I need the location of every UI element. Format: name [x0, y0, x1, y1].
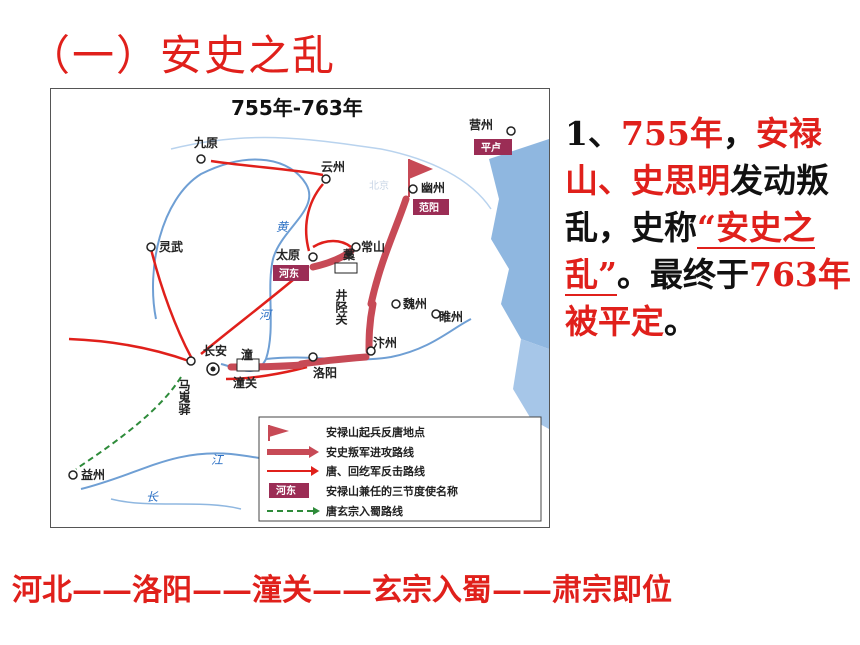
place-jiuyuan: 九原 — [193, 135, 218, 150]
desc-people: 安禄山、史思明 — [565, 114, 822, 200]
route-taiyuan-changshan — [312, 239, 352, 249]
tag-fanyang-text: 范阳 — [419, 201, 439, 214]
map-title: 755年-763年 — [231, 96, 363, 120]
place-markers: 营州 平卢 九原 云州 幽州 范阳 北京 灵武 太原 河东 常山 藁 井陉关 — [68, 117, 516, 482]
page-title: （一）安史之乱 — [28, 31, 337, 80]
desc-number: 1、 — [565, 114, 621, 153]
place-weizhou: 魏州 — [402, 296, 427, 311]
tag-hedong — [273, 265, 309, 281]
place-luoyang: 洛阳 — [313, 365, 337, 380]
dot-taiyuan — [308, 252, 318, 262]
legend-tag-swatch — [269, 483, 309, 498]
route-taiyuan-changan — [200, 268, 307, 355]
rebellion-flag-icon — [409, 159, 433, 179]
route-west-changan — [68, 337, 190, 363]
legend-flag-icon — [269, 425, 289, 437]
desc-end2: 。 — [664, 302, 697, 341]
river-label-he: 河 — [259, 308, 273, 322]
legend-item-0: 安禄山起兵反唐地点 — [326, 425, 425, 439]
tag-fanyang — [413, 199, 449, 215]
place-yizhou: 益州 — [81, 467, 105, 482]
dot-bianzhou — [366, 346, 376, 356]
description-text: 1、755年，安禄山、史思明发动叛乱，史称“安史之乱”。最终于763年被平定。 — [565, 110, 855, 345]
legend-item-2: 唐、回纥军反击路线 — [326, 464, 425, 478]
route-lingwu-changan — [149, 248, 193, 358]
history-map: 黄 河 江 长 755年-763年 营州 — [50, 88, 550, 528]
dot-luoyang — [308, 352, 318, 362]
place-tong: 潼 — [241, 347, 253, 362]
place-changan: 长安 — [203, 343, 227, 358]
map-legend: 安禄山起兵反唐地点 安史叛军进攻路线 唐、回纥军反击路线 河东 安禄山兼任的三节… — [258, 416, 542, 522]
capital-icon-center — [210, 366, 216, 372]
dot-yizhou — [68, 470, 78, 480]
sea-area — [489, 139, 549, 349]
place-changshan: 常山 — [361, 239, 385, 254]
route-jiuyuan-yunzhou — [210, 159, 324, 177]
pass-box-tongguan — [236, 358, 260, 372]
route-changshan-taiyuan — [309, 247, 355, 271]
place-beijing-faint: 北京 — [369, 179, 389, 192]
xuanzong-route — [75, 376, 182, 470]
river-label-chang: 长 — [146, 490, 159, 504]
route-youzhou-south — [367, 195, 410, 308]
legend-item-1: 安史叛军进攻路线 — [326, 445, 414, 459]
desc-comma: ， — [722, 114, 756, 153]
desc-verb: 发动叛乱，史称 — [565, 161, 829, 247]
route-changan-luoyang — [225, 365, 308, 381]
route-bianzhou-luoyang — [297, 353, 370, 368]
place-tongguan: 潼关 — [233, 375, 257, 390]
yellow-river-lower — [265, 318, 472, 361]
place-bianzhou: 汴州 — [373, 335, 397, 350]
place-yingzhou: 营州 — [469, 117, 493, 132]
dot-jiuyuan — [196, 154, 206, 164]
place-yunzhou: 云州 — [321, 160, 345, 174]
place-jingxing: 井陉关 — [334, 288, 348, 326]
dot-yunzhou — [321, 174, 331, 184]
legend-box — [258, 416, 542, 522]
dot-yingzhou — [506, 126, 516, 136]
legend-rebel-arrow-icon — [309, 446, 319, 458]
dot-lingwu — [146, 242, 156, 252]
dot-changshan — [351, 242, 361, 252]
place-youzhou: 幽州 — [421, 181, 445, 195]
legend-tag-text: 河东 — [276, 484, 296, 497]
legend-tang-arrow-icon — [311, 466, 319, 476]
pass-box-jingxing — [334, 262, 358, 274]
place-suiyang: 睢州 — [439, 309, 463, 324]
dot-maweiyi — [186, 356, 196, 366]
land-outline — [170, 136, 492, 210]
tag-hedong-text: 河东 — [279, 267, 299, 280]
sea-area-south — [513, 339, 549, 429]
place-maweiyi: 马嵬驿 — [177, 379, 191, 416]
river-label-huang: 黄 — [276, 220, 290, 234]
tag-pinglu — [474, 139, 512, 155]
tag-pinglu-text: 平卢 — [481, 141, 501, 154]
legend-item-3: 安禄山兼任的三节度使名称 — [326, 484, 458, 498]
dot-weizhou — [391, 299, 401, 309]
dot-youzhou — [408, 184, 418, 194]
river-branch — [110, 498, 242, 510]
place-taiyuan: 太原 — [276, 247, 300, 262]
place-gao: 藁 — [342, 247, 356, 262]
map-svg: 黄 河 江 长 755年-763年 营州 — [68, 96, 549, 522]
desc-year2: 763年被平定 — [565, 255, 851, 341]
desc-end1: 。最终于 — [616, 255, 749, 294]
legend-xuanzong-arrow-icon — [313, 507, 320, 515]
river-label-jiang: 江 — [211, 453, 225, 467]
desc-year: 755年 — [620, 114, 723, 153]
dot-suiyang — [431, 309, 441, 319]
desc-term: “安史之乱” — [565, 208, 815, 296]
timeline-text: 河北——洛阳——潼关——玄宗入蜀——肃宗即位 — [12, 573, 672, 608]
legend-item-4: 唐玄宗入蜀路线 — [326, 504, 403, 518]
place-lingwu: 灵武 — [159, 239, 183, 254]
route-yunzhou-taiyuan — [304, 183, 324, 252]
